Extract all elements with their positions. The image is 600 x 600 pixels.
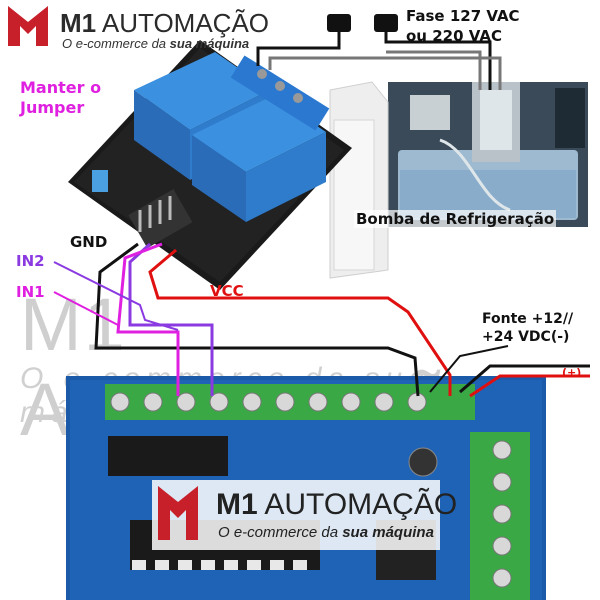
phase-connector-1-icon <box>327 14 351 32</box>
signal-wires <box>53 242 590 398</box>
pump-label: Bomba de Refrigeração <box>354 210 557 228</box>
led-icon <box>155 560 169 570</box>
screw-icon <box>492 536 512 556</box>
screw-icon <box>110 392 130 412</box>
led-icon <box>132 560 146 570</box>
supply-label: Fonte +12// +24 VDC(-) <box>482 311 574 345</box>
socket-block <box>329 81 389 279</box>
jumper-label: Manter o Jumper <box>20 78 102 117</box>
led-icon <box>201 560 215 570</box>
relay-board <box>68 40 352 290</box>
screw-icon <box>209 392 229 412</box>
brand-tagline: O e-commerce da sua máquina <box>62 36 250 51</box>
screw-icon <box>374 392 394 412</box>
screw-icon <box>308 392 328 412</box>
screw-icon <box>341 392 361 412</box>
screw-icon <box>143 392 163 412</box>
pump-photo <box>388 82 588 227</box>
vcc-label: VCC <box>210 282 244 300</box>
led-icon <box>247 560 261 570</box>
in2-wire <box>128 242 214 396</box>
terminal-screws <box>110 392 427 412</box>
phase-label: Fase 127 VAC ou 220 VAC <box>406 7 520 45</box>
in1-label: IN1 <box>16 283 45 301</box>
screw-icon <box>492 472 512 492</box>
screw-icon <box>275 392 295 412</box>
brand-name-bottom: M1 AUTOMAÇÃO <box>216 488 458 521</box>
jumper-icon <box>92 170 108 192</box>
screw-icon <box>242 392 262 412</box>
terminal-side-screws <box>492 440 512 588</box>
vcc-wire <box>148 248 452 396</box>
plus-label: (+) <box>562 366 582 379</box>
supply-pos-wire <box>469 374 590 398</box>
m1-logo-icon <box>8 6 48 46</box>
leds <box>132 560 307 570</box>
led-icon <box>224 560 238 570</box>
screw-icon <box>176 392 196 412</box>
supply-neg-wire <box>459 364 590 394</box>
ic-chip-icon <box>108 436 228 476</box>
screw-icon <box>492 568 512 588</box>
led-icon <box>178 560 192 570</box>
phase-connector-2-icon <box>374 14 398 32</box>
gnd-label: GND <box>70 233 108 251</box>
screw-icon <box>492 440 512 460</box>
in1-wire <box>116 242 180 396</box>
gnd-wire <box>94 242 420 397</box>
led-icon <box>270 560 284 570</box>
screw-icon <box>492 504 512 524</box>
brand-tagline-bottom: O e-commerce da sua máquina <box>218 524 434 541</box>
connector-icon <box>128 189 193 249</box>
brand-name: M1 AUTOMAÇÃO <box>60 8 270 38</box>
bottom-logo-panel <box>152 480 440 550</box>
in2-label: IN2 <box>16 252 45 270</box>
led-icon <box>293 560 307 570</box>
m1-logo-icon <box>158 486 198 540</box>
phase-wires <box>256 32 502 90</box>
